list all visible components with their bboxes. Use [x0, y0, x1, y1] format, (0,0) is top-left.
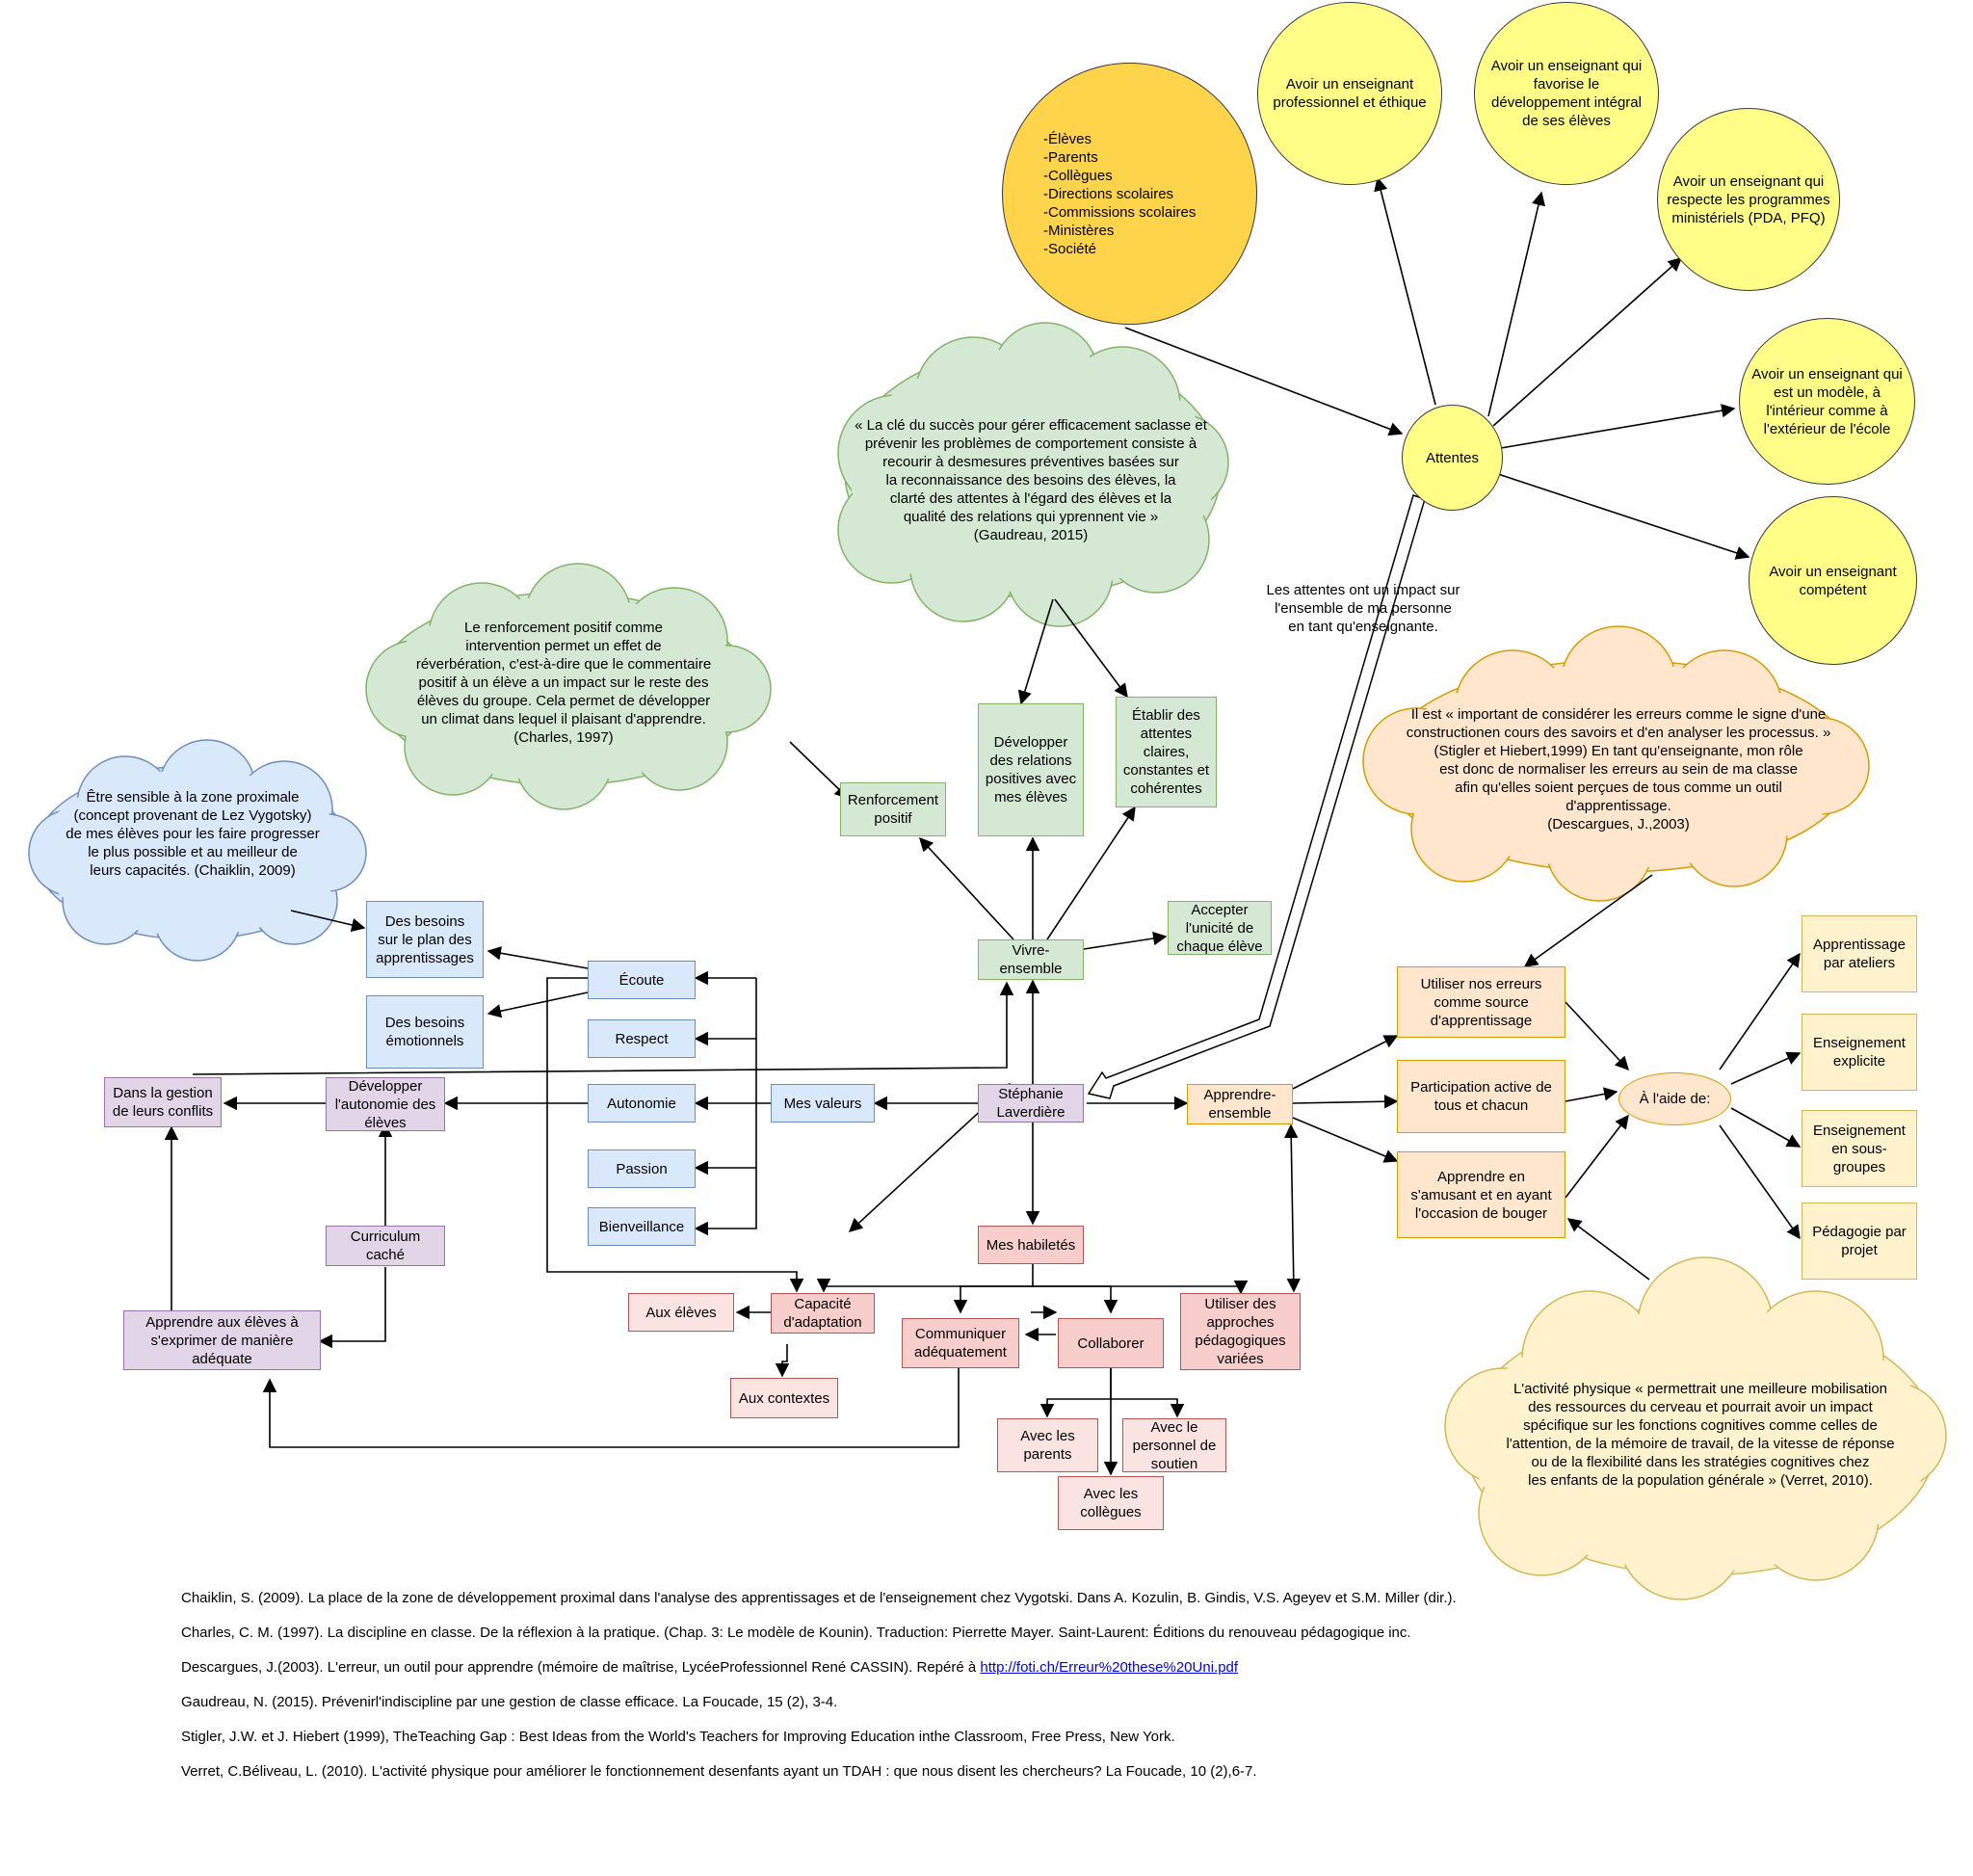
impact-label: Les attentes ont un impact sur l'ensembl…	[1266, 582, 1460, 635]
stephanie-laverdiere: Stéphanie Laverdière	[978, 1084, 1084, 1123]
valeur-bienveillance: Bienveillance	[588, 1207, 696, 1246]
reference-chaiklin: Chaiklin, S. (2009). La place de la zone…	[181, 1590, 1457, 1606]
etablir-attentes: Établir des attentes claires, constantes…	[1116, 697, 1217, 807]
valeur-autonomie: Autonomie	[588, 1084, 696, 1123]
reference-descargues-text: Descargues, J.(2003). L'erreur, un outil…	[181, 1659, 981, 1676]
besoins-emotionnels: Des besoins émotionnels	[366, 995, 484, 1069]
apprendre-exprimer: Apprendre aux élèves à s'exprimer de man…	[123, 1310, 321, 1370]
cloud-gaudreau-fill	[844, 329, 1222, 620]
attente-competent: Avoir un enseignant compétent	[1749, 496, 1917, 665]
mes-valeurs: Mes valeurs	[771, 1084, 875, 1123]
vivre-ensemble: Vivre- ensemble	[978, 939, 1084, 980]
developper-relations: Développer des relations positives avec …	[978, 703, 1084, 836]
aux-contextes: Aux contextes	[730, 1378, 838, 1418]
apprendre-amusant: Apprendre en s'amusant et en ayant l'occ…	[1397, 1151, 1565, 1238]
accepter-unicite: Accepter l'unicité de chaque élève	[1168, 901, 1272, 955]
attente-modele: Avoir un enseignant qui est un modèle, à…	[1739, 318, 1915, 485]
capacite-adaptation: Capacité d'adaptation	[771, 1293, 875, 1334]
mes-habiletes: Mes habiletés	[978, 1226, 1084, 1264]
utiliser-erreurs: Utiliser nos erreurs comme source d'appr…	[1397, 966, 1565, 1038]
avec-parents: Avec les parents	[997, 1418, 1098, 1472]
pedagogie-projet: Pédagogie par projet	[1802, 1202, 1917, 1280]
dans-gestion-conflits: Dans la gestion de leurs conflits	[104, 1077, 222, 1127]
renforcement-positif: Renforcement positif	[840, 782, 946, 836]
reference-charles: Charles, C. M. (1997). La discipline en …	[181, 1625, 1411, 1641]
a-laide-de: À l'aide de:	[1618, 1072, 1731, 1125]
attentes-circle: Attentes	[1402, 405, 1503, 511]
enseignement-explicite: Enseignement explicite	[1802, 1014, 1917, 1091]
reference-descargues: Descargues, J.(2003). L'erreur, un outil…	[181, 1659, 1238, 1676]
aux-eleves: Aux élèves	[628, 1293, 734, 1332]
attente-programmes: Avoir un enseignant qui respecte les pro…	[1657, 108, 1840, 291]
participation-active: Participation active de tous et chacun	[1397, 1060, 1565, 1133]
avec-collegues: Avec les collègues	[1058, 1476, 1164, 1530]
approches-variees: Utiliser des approches pédagogiques vari…	[1180, 1293, 1301, 1370]
valeur-respect: Respect	[588, 1019, 696, 1058]
developper-autonomie: Développer l'autonomie des élèves	[326, 1077, 445, 1131]
reference-verret: Verret, C.Béliveau, L. (2010). L'activit…	[181, 1763, 1257, 1780]
reference-descargues-link[interactable]: http://foti.ch/Erreur%20these%20Uni.pdf	[980, 1659, 1239, 1676]
quote-charles: Le renforcement positif comme interventi…	[415, 620, 712, 746]
reference-gaudreau: Gaudreau, N. (2015). Prévenirl'indiscipl…	[181, 1694, 838, 1710]
besoins-apprentissages: Des besoins sur le plan des apprentissag…	[366, 901, 484, 978]
impact-arrow	[1087, 494, 1426, 1099]
attente-integral: Avoir un enseignant qui favorise le déve…	[1474, 2, 1659, 185]
reference-stigler: Stigler, J.W. et J. Hiebert (1999), TheT…	[181, 1729, 1175, 1745]
valeur-ecoute: Écoute	[588, 961, 696, 999]
collaborer: Collaborer	[1058, 1318, 1164, 1368]
apprentissage-ateliers: Apprentissage par ateliers	[1802, 915, 1917, 992]
communiquer-adequatement: Communiquer adéquatement	[902, 1318, 1019, 1368]
valeur-passion: Passion	[588, 1149, 696, 1188]
quote-verret: L'activité physique « permettrait une me…	[1506, 1381, 1895, 1489]
curriculum-cache: Curriculum caché	[326, 1226, 445, 1266]
avec-personnel-soutien: Avec le personnel de soutien	[1122, 1418, 1226, 1472]
attente-professionnel: Avoir un enseignant professionnel et éth…	[1257, 2, 1442, 185]
quote-chaiklin: Être sensible à la zone proximale (conce…	[66, 789, 320, 879]
quote-gaudreau: « La clé du succès pour gérer efficaceme…	[855, 417, 1207, 543]
enseignement-sous-groupes: Enseignement en sous- groupes	[1802, 1110, 1917, 1187]
connector-lines	[164, 176, 1802, 1330]
quote-stigler: Il est « important de considérer les err…	[1406, 706, 1831, 832]
stakeholders-circle: -Élèves -Parents -Collègues -Directions …	[1002, 63, 1257, 325]
apprendre-ensemble: Apprendre- ensemble	[1187, 1084, 1293, 1124]
